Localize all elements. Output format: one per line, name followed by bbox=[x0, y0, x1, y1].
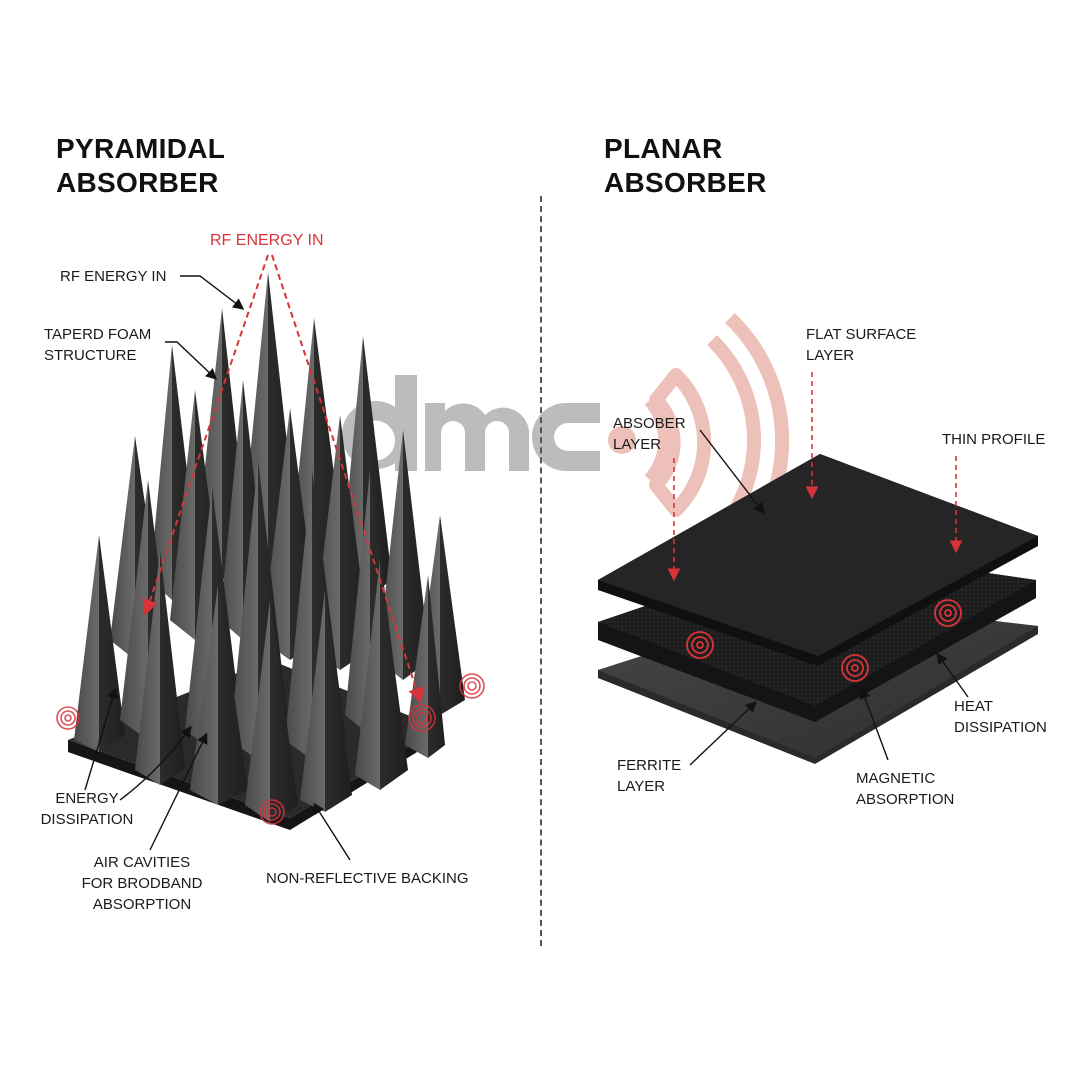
energy-swirl-icon bbox=[408, 704, 436, 732]
energy-dissipation-label: ENERGY DISSIPATION bbox=[40, 790, 134, 828]
heat-dissipation-label: HEAT DISSIPATION bbox=[954, 698, 1047, 736]
non-reflective-backing-label: NON-REFLECTIVE BACKING bbox=[266, 870, 469, 887]
watermark-text bbox=[341, 375, 600, 471]
ferrite-layer-label: FERRITE LAYER bbox=[617, 757, 682, 795]
planar-title: PLANAR ABSORBER bbox=[604, 133, 767, 198]
flat-surface-layer-plate bbox=[598, 454, 1038, 666]
energy-swirl-icon bbox=[259, 799, 285, 825]
energy-swirl-icon bbox=[686, 631, 714, 659]
tapered-foam-label: TAPERD FOAM STRUCTURE bbox=[44, 326, 152, 364]
panel-divider bbox=[540, 196, 542, 946]
energy-swirl-icon bbox=[934, 599, 962, 627]
flat-surface-layer-label: FLAT SURFACE LAYER bbox=[806, 326, 917, 364]
leader-arrows bbox=[84, 275, 351, 861]
energy-swirl-icon bbox=[841, 654, 869, 682]
absorber-layer-label: ABSOBER LAYER bbox=[613, 415, 686, 453]
energy-swirl-icon bbox=[459, 673, 485, 699]
rf-energy-in-red-label: RF ENERGY IN bbox=[210, 232, 324, 249]
pyramidal-title: PYRAMIDAL ABSORBER bbox=[56, 133, 226, 198]
magnetic-absorption-label: MAGNETIC ABSORPTION bbox=[856, 770, 955, 808]
air-cavities-label: AIR CAVITIES FOR BRODBAND ABSORPTION bbox=[81, 854, 203, 913]
thin-profile-label: THIN PROFILE bbox=[942, 431, 1046, 448]
rf-energy-path bbox=[142, 254, 424, 704]
energy-swirl-icon bbox=[56, 706, 80, 730]
tapered-foam-spikes bbox=[74, 272, 465, 822]
rf-energy-in-label: RF ENERGY IN bbox=[60, 268, 167, 285]
